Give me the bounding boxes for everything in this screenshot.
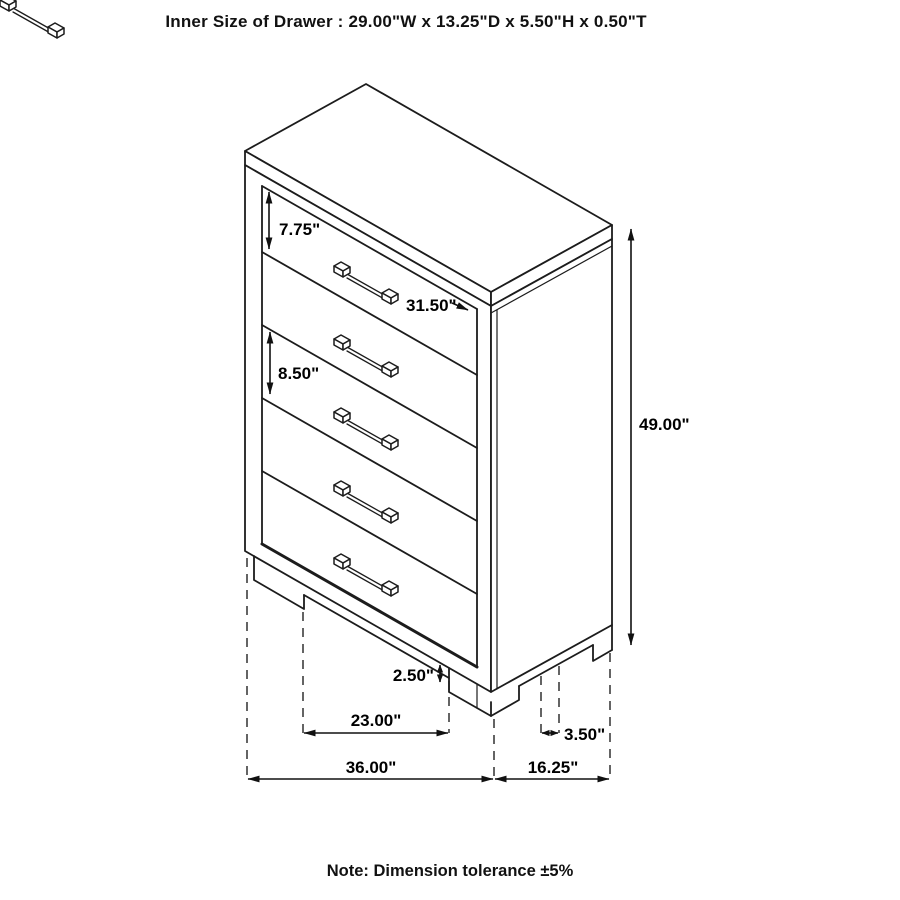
drawer-handles — [0, 0, 399, 597]
dimension-label-side-foot-width: 3.50" — [564, 725, 605, 744]
chest-drawing — [0, 0, 613, 717]
side-back-foot — [592, 644, 613, 662]
front-right-foot — [448, 667, 492, 717]
page-title: Inner Size of Drawer : 29.00"W x 13.25"D… — [165, 12, 647, 31]
tolerance-note: Note: Dimension tolerance ±5% — [326, 862, 574, 880]
dimension-label-overall-depth: 16.25" — [528, 758, 579, 777]
corner-foot-side — [490, 685, 520, 717]
dimension-label-overall-width: 36.00" — [346, 758, 397, 777]
drawer-separator — [261, 251, 478, 376]
dimension-label-overall-height: 49.00" — [639, 415, 690, 434]
side-top-step-line — [490, 245, 613, 314]
dimension-label-lower-drawer-height: 8.50" — [278, 364, 319, 383]
dimension-labels: 7.75" 8.50" 31.50" 49.00" 2.50" 23.00" 3… — [278, 220, 690, 777]
drawer-separator — [261, 324, 478, 449]
front-kickboard-bottom — [303, 594, 450, 679]
dimension-lines — [247, 191, 635, 783]
drawer-separator — [261, 397, 478, 522]
dimension-label-drawer-front-width: 31.50" — [406, 296, 457, 315]
drawer-separator — [261, 470, 478, 595]
drawer-front-frame — [260, 185, 479, 669]
chest-top — [244, 83, 613, 307]
dimension-label-top-drawer-height: 7.75" — [279, 220, 320, 239]
front-left-foot — [253, 555, 305, 610]
dimension-label-plinth-height: 2.50" — [393, 666, 434, 685]
bottom-rail-line — [260, 542, 479, 669]
plinth-and-feet — [253, 555, 613, 717]
side-kickboard-bottom — [518, 644, 594, 687]
chest-side-face — [490, 238, 613, 693]
dimension-label-feet-inner-span: 23.00" — [351, 711, 402, 730]
